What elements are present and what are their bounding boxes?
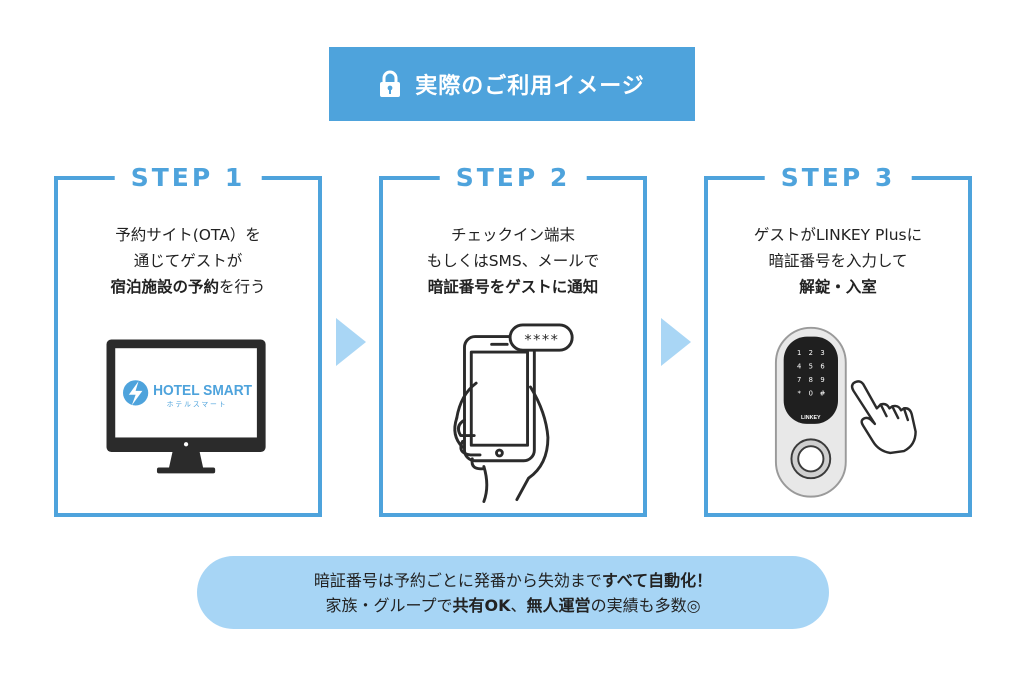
monitor-icon: HOTEL SMART ホテルスマート bbox=[106, 339, 266, 474]
keypad-key: # bbox=[820, 390, 826, 398]
step-1-line-2: 通じてゲストが bbox=[133, 252, 243, 270]
step-1-bold: 宿泊施設の予約 bbox=[110, 278, 219, 296]
step-3-label: STEP 3 bbox=[764, 161, 912, 195]
step-2-line-3: 暗証番号をゲストに通知 bbox=[383, 274, 643, 300]
step-1-description: 予約サイト(OTA）を 通じてゲストが 宿泊施設の予約を行う bbox=[58, 222, 318, 300]
keypad-key: 4 bbox=[797, 363, 801, 371]
pointing-hand-icon bbox=[850, 380, 917, 455]
summary-line-2-post: の実績も多数◎ bbox=[590, 596, 701, 615]
arrow-step-2-to-3 bbox=[661, 318, 691, 366]
step-2-description: チェックイン端末 もしくはSMS、メールで 暗証番号をゲストに通知 bbox=[383, 222, 643, 300]
summary-line-1-bold: すべて自動化！ bbox=[601, 571, 713, 590]
step-3-line-1: ゲストがLINKEY Plusに bbox=[753, 226, 923, 244]
step-2-line-2: もしくはSMS、メールで bbox=[426, 252, 600, 270]
step-3-line-3: 解錠・入室 bbox=[708, 274, 968, 300]
step-3-box: STEP 3 ゲストがLINKEY Plusに 暗証番号を入力して 解錠・入室 … bbox=[704, 161, 972, 517]
keypad-key: * bbox=[797, 390, 801, 398]
keypad-key: 2 bbox=[809, 349, 813, 357]
lock-icon bbox=[380, 70, 401, 97]
keypad-key: 9 bbox=[820, 376, 824, 384]
step-1-line-3: 宿泊施設の予約を行う bbox=[58, 274, 318, 300]
summary-line-2: 家族・グループで共有OK、無人運営の実績も多数◎ bbox=[197, 593, 829, 618]
step-2-box: STEP 2 チェックイン端末 もしくはSMS、メールで 暗証番号をゲストに通知… bbox=[379, 161, 647, 517]
keypad-key: 7 bbox=[797, 376, 801, 384]
summary-line-2-mid: 、 bbox=[510, 596, 527, 615]
title-banner: 実際のご利用イメージ bbox=[329, 47, 695, 121]
keypad-key: 8 bbox=[809, 376, 813, 384]
step-3-description: ゲストがLINKEY Plusに 暗証番号を入力して 解錠・入室 bbox=[708, 222, 968, 300]
step-1-label: STEP 1 bbox=[114, 161, 262, 195]
arrow-step-1-to-2 bbox=[336, 318, 366, 366]
step-2-line-1: チェックイン端末 bbox=[450, 226, 575, 244]
notification-bubble-text: **** bbox=[524, 331, 559, 348]
summary-line-2-bold-2: 無人運営 bbox=[526, 596, 591, 615]
step-3-bold: 解錠・入室 bbox=[799, 278, 877, 296]
lock-brand-text: LINKEY bbox=[801, 415, 821, 421]
banner-title: 実際のご利用イメージ bbox=[415, 74, 645, 99]
step-1-post: を行う bbox=[219, 278, 266, 296]
keypad-key: 3 bbox=[820, 349, 824, 357]
keypad-key: 6 bbox=[820, 363, 824, 371]
summary-line-2-bold-1: 共有OK bbox=[452, 596, 511, 615]
summary-pill: 暗証番号は予約ごとに発番から失効まですべて自動化！ 家族・グループで共有OK、無… bbox=[197, 556, 829, 629]
step-1-line-1: 予約サイト(OTA）を bbox=[115, 226, 261, 244]
step-2-label: STEP 2 bbox=[439, 161, 587, 195]
hotel-logo-sub: ホテルスマート bbox=[167, 400, 228, 408]
summary-line-1: 暗証番号は予約ごとに発番から失効まですべて自動化！ bbox=[197, 568, 829, 593]
keypad-key: 1 bbox=[797, 349, 801, 357]
summary-line-2-pre: 家族・グループで bbox=[325, 596, 453, 615]
step-1-box: STEP 1 予約サイト(OTA）を 通じてゲストが 宿泊施設の予約を行う HO… bbox=[54, 161, 322, 517]
keypad-key: 0 bbox=[809, 390, 813, 398]
hotel-logo-text: HOTEL SMART bbox=[153, 383, 252, 399]
step-3-line-2: 暗証番号を入力して bbox=[768, 252, 908, 270]
summary-line-1-pre: 暗証番号は予約ごとに発番から失効まで bbox=[313, 571, 602, 590]
keypad-key: 5 bbox=[809, 363, 813, 371]
smartphone-icon: **** bbox=[453, 323, 574, 503]
step-2-bold: 暗証番号をゲストに通知 bbox=[427, 278, 599, 296]
